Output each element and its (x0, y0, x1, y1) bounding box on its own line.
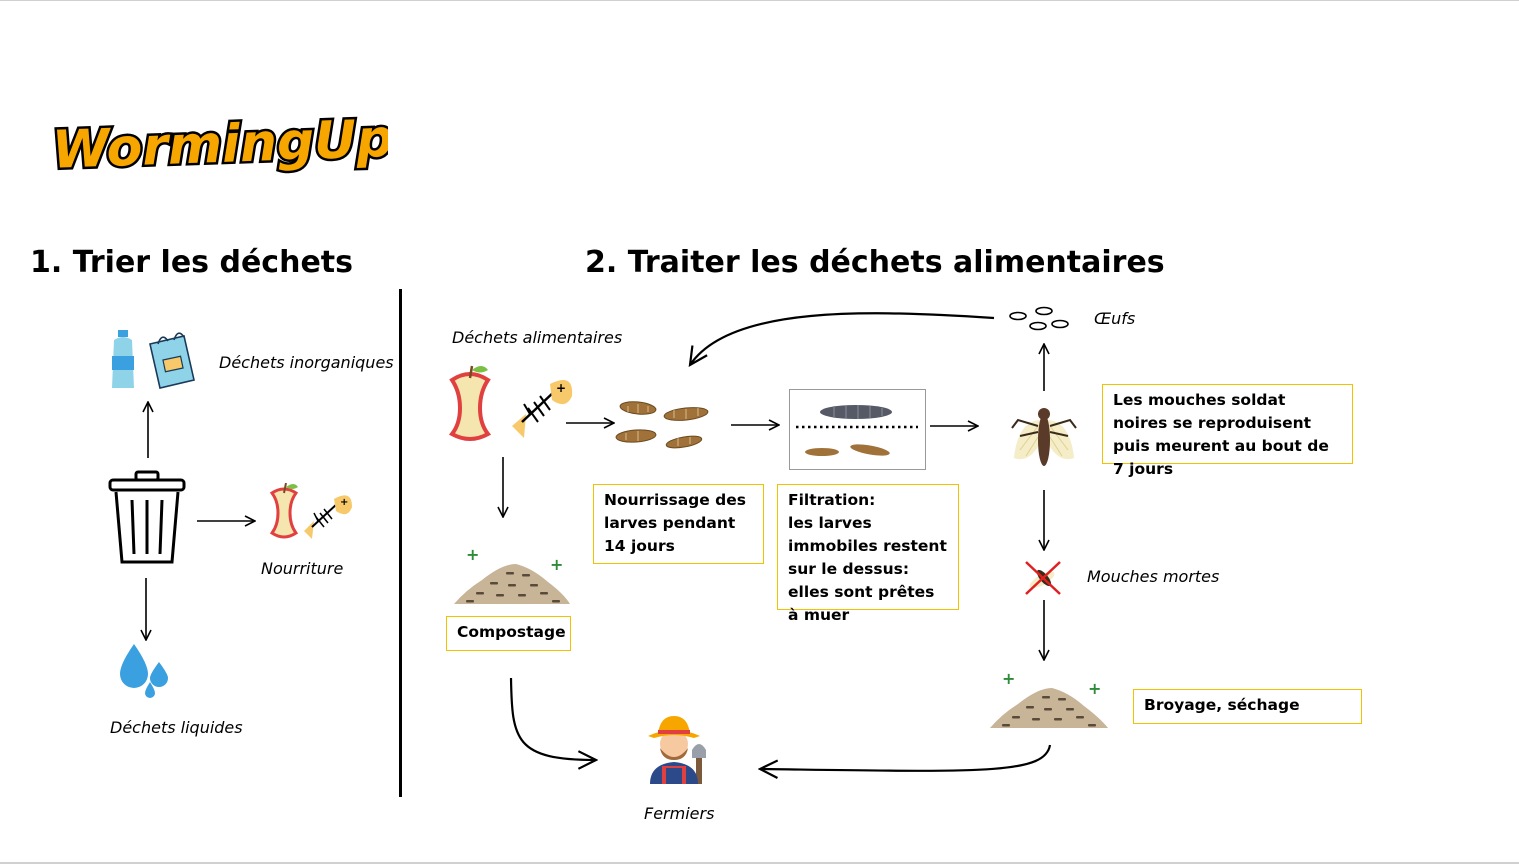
label-eggs: Œufs (1094, 309, 1136, 328)
label-inorganic: Déchets inorganiques (219, 353, 394, 372)
grinding-box: Broyage, séchage (1133, 689, 1362, 724)
section1-title: 1. Trier les déchets (30, 245, 353, 280)
eggs-icon (1009, 306, 1069, 331)
larvae-icon (615, 401, 709, 449)
label-food: Nourriture (261, 559, 344, 578)
fly-icon (1011, 408, 1077, 466)
apple-core-icon (269, 483, 299, 539)
arrow-compost-to-farmer (509, 677, 596, 760)
feeding-box: Nourrissage des larves pendant 14 jours (593, 484, 764, 564)
apple-core-icon (448, 365, 492, 441)
filtration-box: Filtration: les larves immobiles restent… (777, 484, 959, 624)
label-dead-flies: Mouches mortes (1087, 567, 1220, 586)
trash-can-icon (108, 470, 186, 564)
top-rule (0, 0, 1519, 1)
svg-text:+: + (340, 497, 348, 508)
label-liquid: Déchets liquides (110, 718, 243, 737)
filtration-image (789, 389, 926, 470)
water-drops-icon (120, 644, 168, 698)
svg-text:+: + (550, 555, 563, 574)
bottom-rule (0, 862, 1519, 864)
fish-bone-icon: + (304, 495, 352, 539)
compost-pile-icon: + + (454, 546, 570, 604)
fish-bone-icon: + (512, 380, 573, 438)
inorganic-icons (112, 330, 195, 389)
svg-text:+: + (1088, 679, 1101, 698)
wormingup-logo: WormingUp (48, 100, 397, 194)
composting-box: Compostage (446, 616, 571, 651)
label-farmers: Fermiers (644, 804, 715, 823)
farmer-icon (648, 716, 706, 784)
arrow-eggs-to-larvae (690, 312, 995, 365)
section2-title: 2. Traiter les déchets alimentaires (585, 245, 1165, 280)
pupa-icon (796, 405, 918, 456)
section-divider (399, 289, 402, 797)
food-waste-icons: + (448, 365, 573, 441)
svg-text:+: + (556, 381, 566, 395)
bag-icon (149, 332, 195, 389)
svg-text:+: + (466, 546, 479, 564)
svg-text:+: + (1002, 672, 1015, 688)
flies-box: Les mouches soldat noires se reproduisen… (1102, 384, 1353, 478)
dead-fly-icon (1025, 561, 1061, 595)
arrow-grinding-to-farmer (760, 744, 1052, 771)
bottle-icon (112, 330, 134, 388)
compost-pile-icon-2: + + (990, 672, 1108, 728)
food-icons: + (269, 483, 352, 539)
logo-text: WormingUp (51, 109, 388, 181)
label-food-waste: Déchets alimentaires (452, 328, 623, 347)
